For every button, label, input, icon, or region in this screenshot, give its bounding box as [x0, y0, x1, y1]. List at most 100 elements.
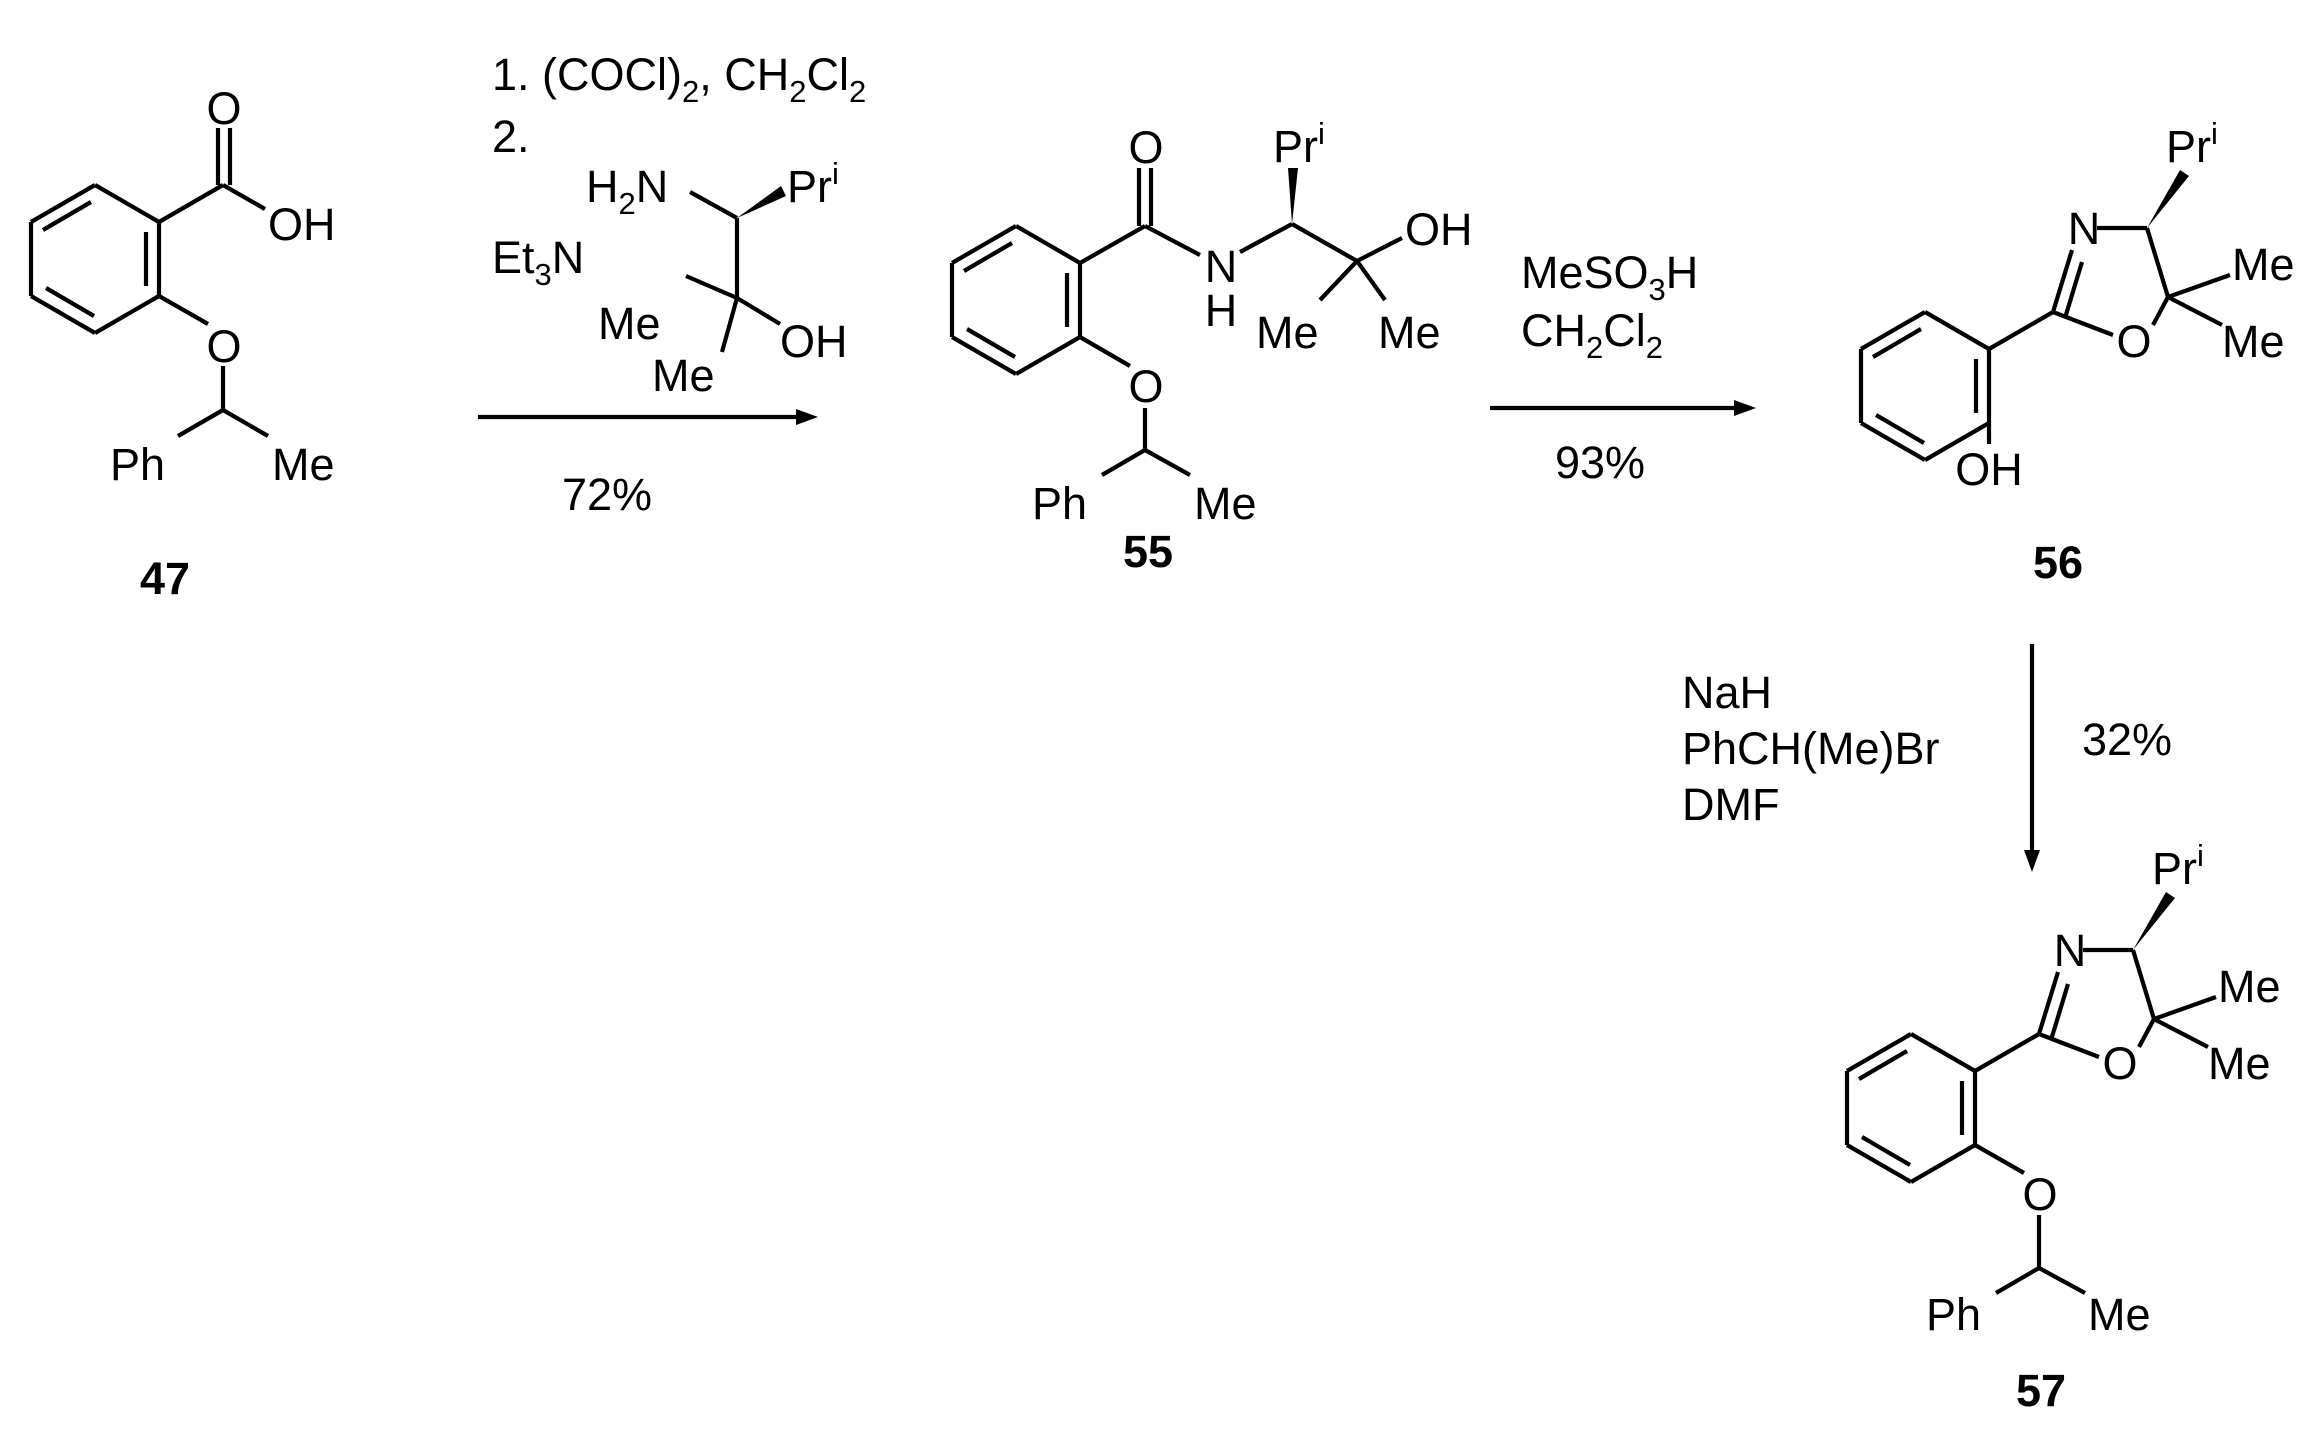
label-me2: Me	[2222, 316, 2285, 367]
atom-h: H	[1205, 285, 1238, 336]
bond-ch-ph	[176, 408, 225, 438]
atom-o-ether: O	[2022, 1169, 2057, 1220]
bond-c5-me1	[2167, 273, 2231, 299]
bond-c2-n-b	[2048, 983, 2071, 1041]
label-me: Me	[1194, 478, 1257, 529]
bond-cq-me2	[719, 297, 740, 353]
step1-conditions: 1. (COCl)2, CH2Cl2 2. H2N Pri Me Me OH E…	[478, 49, 866, 520]
wedge-bond-pri	[737, 186, 786, 218]
bond-ch-cq	[1290, 222, 1359, 263]
atom-o: O	[2102, 1038, 2137, 1089]
bond-c2-n-a	[2036, 971, 2061, 1035]
step1-reagent-line1: 1. (COCl)2, CH2Cl2	[492, 49, 866, 109]
step3-conditions: NaH PhCH(Me)Br DMF 32%	[1682, 644, 2172, 872]
compound-56: N O Pri Me Me OH 56	[1858, 116, 2295, 588]
atom-oh: OH	[1955, 444, 2023, 495]
bond-ch-me	[221, 408, 270, 438]
atom-o-ether: O	[1128, 361, 1163, 412]
bond-c5-o	[2137, 1018, 2156, 1048]
bond-cq-me-right	[1355, 259, 1387, 302]
step3-reagent3: DMF	[1682, 779, 1779, 830]
bond-cq-oh	[1356, 236, 1403, 263]
reaction-arrow-1-head	[796, 409, 818, 425]
atom-n: N	[2068, 203, 2101, 254]
atom-o-carbonyl: O	[1128, 122, 1163, 173]
atom-o: O	[2116, 316, 2151, 367]
bond-c5-me1	[2153, 995, 2217, 1021]
benzene-ring-56	[1858, 310, 1992, 462]
bond-ring-o	[1973, 1143, 2026, 1175]
bond-n-ch	[1239, 222, 1293, 254]
label-pr: Pri	[2166, 116, 2218, 172]
bond-c-n	[1144, 224, 1201, 257]
label-me-left: Me	[1256, 307, 1319, 358]
bond-c2-n-b	[2062, 261, 2085, 319]
step3-reagent1: NaH	[1682, 667, 1772, 718]
label-me-right: Me	[1378, 307, 1441, 358]
step2-solvent: CH2Cl2	[1521, 305, 1663, 365]
step2-conditions: MeSO3H CH2Cl2 93%	[1490, 247, 1756, 488]
atom-oh: OH	[1405, 204, 1473, 255]
bond-c4-c5	[2130, 949, 2157, 1020]
label-pr: Pri	[2152, 838, 2204, 894]
bond-cq-me1	[685, 274, 738, 300]
bond-ch-me	[1143, 448, 1192, 477]
atom-n: N	[2054, 925, 2087, 976]
amine-me1: Me	[598, 298, 661, 349]
label-me: Me	[2088, 1289, 2151, 1340]
step3-reagent2: PhCH(Me)Br	[1682, 723, 1940, 774]
bond-cq-oh	[735, 296, 782, 326]
bond-ring-c2	[1987, 310, 2055, 351]
benzene-ring-57	[1844, 1032, 1978, 1184]
step1-yield: 72%	[562, 469, 652, 520]
step1-reagent-line2: 2.	[492, 111, 530, 162]
step3-yield: 32%	[2082, 714, 2172, 765]
label-me: Me	[272, 439, 335, 490]
amine-pr: Pri	[787, 156, 839, 212]
label-ph: Ph	[1926, 1289, 1981, 1340]
compound-number-55: 55	[1123, 526, 1173, 577]
bond-c2-n-a	[2050, 249, 2075, 313]
bond-c2-o	[2052, 310, 2114, 337]
benzene-ring-55	[949, 224, 1083, 376]
compound-55: O N H Pri OH Me Me O Ph Me 55	[949, 116, 1473, 577]
compound-number-57: 57	[2016, 1365, 2066, 1416]
bond-ring-c2	[1973, 1032, 2041, 1073]
label-me2: Me	[2208, 1038, 2271, 1089]
benzene-ring-47	[28, 183, 162, 335]
label-me1: Me	[2232, 239, 2295, 290]
bond-ring-o	[157, 294, 210, 326]
bond-c5-me2	[2153, 1017, 2209, 1049]
compound-47: O OH O Ph Me 47	[28, 83, 336, 604]
bond-ring-carboxyl	[157, 183, 225, 224]
label-ph: Ph	[1032, 478, 1087, 529]
compound-number-56: 56	[2033, 537, 2083, 588]
amino-alcohol: H2N Pri Me Me OH	[586, 156, 848, 401]
amine-oh: OH	[780, 316, 848, 367]
atom-o-carbonyl: O	[206, 83, 241, 134]
bond-cq-me-left	[1318, 259, 1359, 302]
bond-c5-o	[2151, 296, 2170, 326]
atom-oh: OH	[268, 199, 336, 250]
atom-n: N	[1205, 241, 1238, 292]
bond-c2-o	[2038, 1032, 2100, 1059]
step1-base: Et3N	[492, 232, 584, 292]
amine-h2n: H2N	[586, 161, 668, 221]
compound-57: N O Pri Me Me O Ph Me 57	[1844, 838, 2281, 1416]
wedge-bond-pri	[2147, 170, 2189, 228]
bond-ch-me	[2037, 1266, 2087, 1295]
bond-c-oh	[221, 183, 267, 211]
wedge-bond-pri	[2133, 892, 2175, 950]
atom-o-ether: O	[206, 321, 241, 372]
bond-ring-o	[1078, 335, 1132, 368]
reaction-arrow-2-head	[1734, 400, 1756, 416]
amine-me2: Me	[652, 350, 715, 401]
step2-reagent: MeSO3H	[1521, 247, 1698, 307]
wedge-bond-pri	[1288, 168, 1298, 224]
compound-number-47: 47	[140, 553, 190, 604]
label-me1: Me	[2218, 961, 2281, 1012]
bond-ch-ph	[1994, 1266, 2041, 1295]
bond-n-c	[688, 190, 739, 220]
bond-c5-me2	[2167, 295, 2223, 327]
